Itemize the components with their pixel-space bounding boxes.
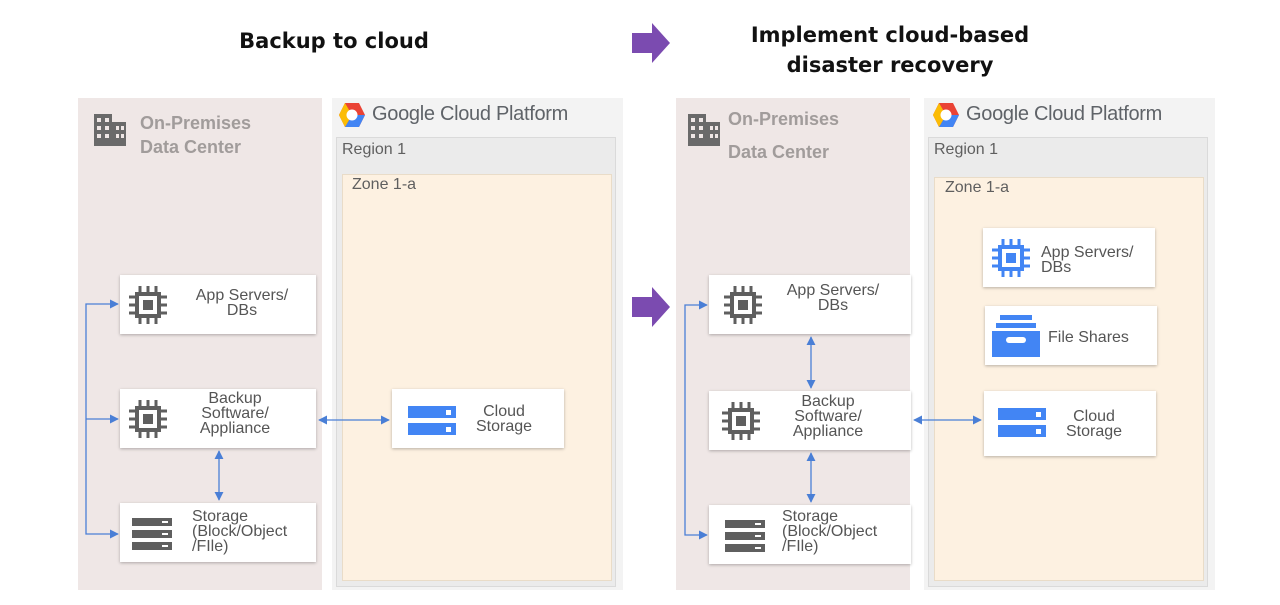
right-gcp-logo-icon xyxy=(933,103,959,127)
left-storage-icon xyxy=(132,518,172,550)
right-backup-label: Backup Software/ Appliance xyxy=(773,393,883,440)
left-backup-chip-icon xyxy=(129,400,167,438)
right-app-servers-chip-icon xyxy=(724,286,762,324)
right-cloud-storage-icon xyxy=(998,408,1046,437)
left-app-servers-chip-icon xyxy=(129,286,167,324)
left-zone-label: Zone 1-a xyxy=(352,176,417,193)
left-backup-line3: Appliance xyxy=(199,420,271,437)
right-backup-line3: Appliance xyxy=(792,423,864,440)
left-cloud-storage-card[interactable]: Cloud Storage xyxy=(392,389,564,448)
left-app-servers-line1: App Servers/ xyxy=(195,287,289,304)
left-cloud-storage-line2: Storage xyxy=(475,418,533,435)
right-app-servers-line1: App Servers/ xyxy=(786,282,880,299)
right-cloud-storage-line1: Cloud xyxy=(1073,408,1115,425)
right-gcp-app-servers-line2: DBs xyxy=(1041,259,1072,276)
right-backup-line2: Software/ xyxy=(794,408,862,425)
heading-backup-to-cloud: Backup to cloud xyxy=(239,29,429,53)
left-cloud-storage-line1: Cloud xyxy=(483,403,525,420)
right-storage-label: Storage (Block/Object /FIle) xyxy=(782,508,906,555)
right-backup-chip-icon xyxy=(722,402,760,440)
left-gcp-logo-icon xyxy=(339,103,365,127)
left-region-label: Region 1 xyxy=(342,141,407,158)
left-app-servers-card[interactable]: App Servers/ DBs xyxy=(120,275,316,334)
right-storage-line1: Storage xyxy=(782,508,839,525)
right-region-label: Region 1 xyxy=(934,141,999,158)
right-backup-line1: Backup xyxy=(801,393,855,410)
heading-cloud-dr: Implement cloud-based disaster recovery xyxy=(700,20,1080,80)
left-backup-line1: Backup xyxy=(208,390,262,407)
right-file-shares-label: File Shares xyxy=(1048,329,1129,346)
left-onprem-line1: On-Premises xyxy=(140,113,252,133)
right-gcp-app-servers-chip-icon xyxy=(992,239,1030,277)
right-bracket-line xyxy=(684,300,708,540)
right-gcp-app-servers-label: App Servers/ DBs xyxy=(1041,244,1153,276)
left-cloud-storage-label: Cloud Storage xyxy=(466,403,542,435)
right-onprem-line2: Data Center xyxy=(728,142,830,162)
transition-arrow-icon-middle xyxy=(632,287,670,327)
right-storage-card[interactable]: Storage (Block/Object /FIle) xyxy=(709,505,911,564)
right-backup-card[interactable]: Backup Software/ Appliance xyxy=(709,391,911,450)
heading-cloud-dr-line2: disaster recovery xyxy=(786,53,994,77)
right-gcp-title: Google Cloud Platform xyxy=(966,103,1163,125)
right-gcp-app-servers-line1: App Servers/ xyxy=(1041,244,1134,261)
right-cloud-storage-card[interactable]: Cloud Storage xyxy=(984,391,1156,456)
transition-arrow-icon-top xyxy=(632,23,670,63)
left-storage-line3: /FIle) xyxy=(192,538,229,555)
left-zone-box xyxy=(342,174,612,581)
right-zone-label: Zone 1-a xyxy=(945,179,1010,196)
left-gcp-title: Google Cloud Platform xyxy=(372,103,569,125)
right-app-servers-line2: DBs xyxy=(817,297,849,314)
left-storage-label: Storage (Block/Object /FIle) xyxy=(192,508,316,555)
right-storage-icon xyxy=(725,520,765,552)
left-cloud-storage-icon xyxy=(408,406,456,435)
right-app-servers-label: App Servers/ DBs xyxy=(771,282,895,314)
left-storage-line2: (Block/Object xyxy=(192,523,288,540)
right-storage-line3: /FIle) xyxy=(782,538,819,555)
heading-cloud-dr-line1: Implement cloud-based xyxy=(750,23,1030,47)
right-file-shares-card[interactable]: File Shares xyxy=(985,306,1157,365)
left-app-servers-line2: DBs xyxy=(226,302,258,319)
left-backup-card[interactable]: Backup Software/ Appliance xyxy=(120,389,316,448)
right-onprem-line1: On-Premises xyxy=(728,109,840,129)
right-onprem-label: On-Premises Data Center xyxy=(728,103,839,169)
left-storage-line1: Storage xyxy=(192,508,249,525)
left-storage-card[interactable]: Storage (Block/Object /FIle) xyxy=(120,503,316,562)
left-backup-label: Backup Software/ Appliance xyxy=(180,390,290,437)
right-app-servers-card[interactable]: App Servers/ DBs xyxy=(709,275,911,334)
left-onprem-label: On-Premises Data Center xyxy=(140,111,251,159)
right-cloud-storage-label: Cloud Storage xyxy=(1056,408,1132,440)
left-backup-line2: Software/ xyxy=(201,405,269,422)
left-onprem-line2: Data Center xyxy=(140,137,242,157)
right-building-icon xyxy=(688,114,720,146)
right-storage-line2: (Block/Object xyxy=(782,523,878,540)
right-file-shares-icon xyxy=(992,315,1040,357)
right-gcp-app-servers-card[interactable]: App Servers/ DBs xyxy=(983,228,1155,287)
left-building-icon xyxy=(94,114,126,146)
left-app-servers-label: App Servers/ DBs xyxy=(182,287,302,319)
right-cloud-storage-line2: Storage xyxy=(1065,423,1123,440)
